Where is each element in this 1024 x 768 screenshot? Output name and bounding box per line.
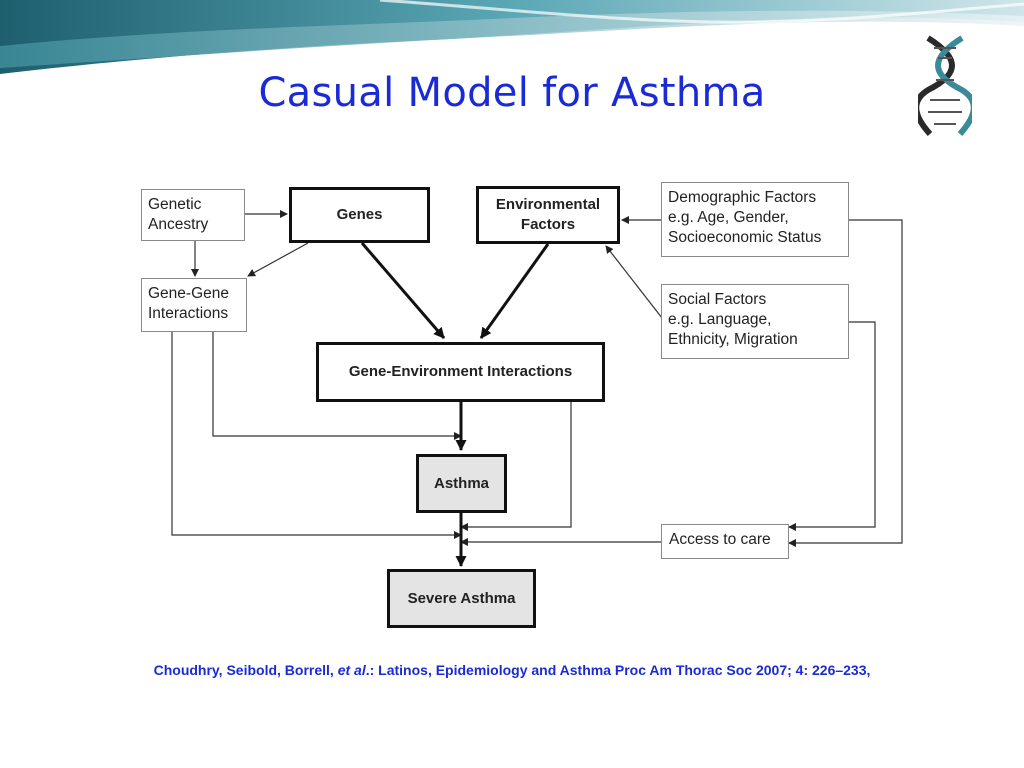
arrow-genes-gxe <box>360 242 446 339</box>
node-gene-gene-interactions: Gene-Gene Interactions <box>141 278 247 332</box>
dna-helix-icon <box>918 35 972 137</box>
arrow-env-gxe <box>479 243 550 339</box>
node-asthma: Asthma <box>416 454 507 513</box>
node-genes: Genes <box>289 187 430 243</box>
arrow-genegene-severe <box>171 332 462 539</box>
arrow-demographic-access <box>788 219 903 547</box>
arrow-social-env <box>605 245 663 319</box>
citation: Choudhry, Seibold, Borrell, et al.: Lati… <box>153 662 871 678</box>
slide-title: Casual Model for Asthma <box>258 70 766 116</box>
node-access-to-care: Access to care <box>661 524 789 559</box>
node-demographic-factors: Demographic Factors e.g. Age, Gender, So… <box>661 182 849 257</box>
node-severe-asthma: Severe Asthma <box>387 569 536 628</box>
arrow-gxe-severe <box>460 401 572 531</box>
arrow-genes-genegene <box>247 242 309 277</box>
arrow-genegene-asthma <box>212 332 462 440</box>
node-gene-environment-interactions: Gene-Environment Interactions <box>316 342 605 402</box>
node-social-factors: Social Factors e.g. Language, Ethnicity,… <box>661 284 849 359</box>
arrow-social-access <box>788 321 876 531</box>
header-banner <box>0 0 1024 74</box>
node-environmental-factors: Environmental Factors <box>476 186 620 244</box>
node-genetic-ancestry: Genetic Ancestry <box>141 189 245 241</box>
